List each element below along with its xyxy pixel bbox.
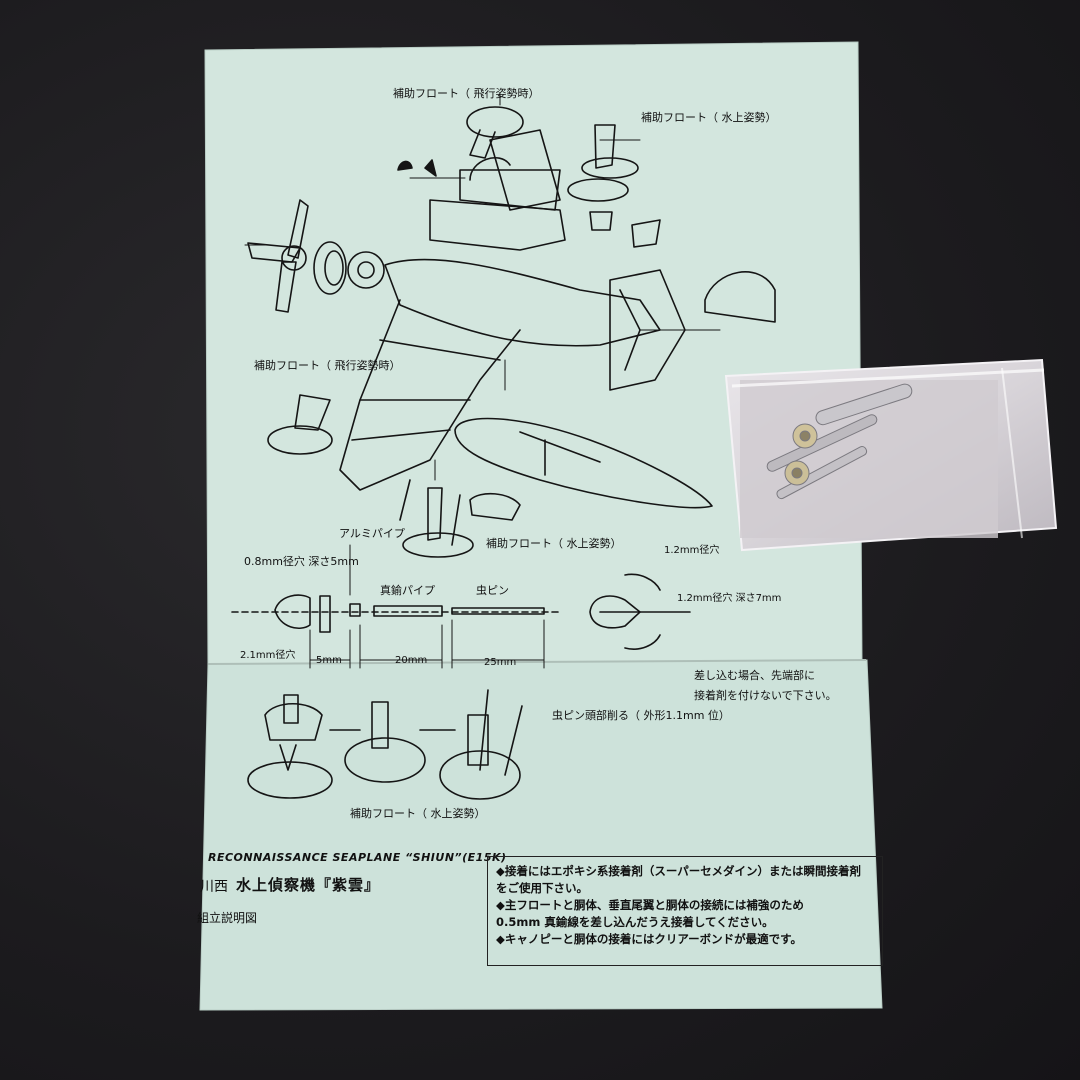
title-subtitle: 組立説明図 — [197, 911, 258, 925]
label-dim-5: 5mm — [316, 655, 342, 666]
note-line: ◆キャノピーと胴体の接着にはクリアーボンドが最適です。 — [496, 932, 803, 946]
propeller-drawing — [247, 199, 309, 313]
metal-pipe-parts — [766, 383, 913, 500]
leader-lines — [244, 94, 721, 596]
label-hole-21: 2.1mm径穴 — [240, 650, 296, 661]
title-english: RECONNAISSANCE SEAPLANE “SHIUN”(E15K) — [208, 851, 507, 864]
label-hole-12b: 1.2mm径穴 深さ7mm — [677, 593, 782, 604]
dimension-lines — [309, 619, 545, 669]
title-japanese: 水上偵察機『紫雲』 — [236, 876, 381, 894]
label-aux-float-flight-top: 補助フロート（ 飛行姿勢時） — [393, 87, 540, 100]
bag-highlight — [1001, 367, 1023, 539]
assembly-notes-box: ◆接着にはエポキシ系接着剤（スーパーセメダイン）または瞬間接着剤 をご使用下さい… — [487, 856, 883, 966]
title-maker: 川西 — [200, 879, 228, 895]
label-aux-float-flight-left: 補助フロート（ 飛行姿勢時） — [254, 359, 401, 372]
label-dim-25: 25mm — [484, 657, 517, 668]
aux-float-water-top — [567, 124, 661, 248]
label-dim-20: 20mm — [395, 655, 428, 666]
aux-float-flight-top — [466, 106, 524, 159]
note-line: 0.5mm 真鍮線を差し込んだうえ接着してください。 — [496, 915, 774, 929]
label-insert-note-1: 差し込む場合、先端部に — [694, 669, 815, 682]
label-pin-head-note: 虫ピン頭部削る（ 外形1.1mm 位） — [552, 709, 730, 722]
label-alu-pipe: アルミパイプ — [339, 527, 405, 540]
label-insert-note-2: 接着剤を付けないで下さい。 — [694, 689, 837, 702]
cowl-ring — [313, 241, 347, 295]
aux-float-flight-left — [267, 394, 333, 455]
label-aux-float-water-top: 補助フロート（ 水上姿勢） — [641, 111, 777, 124]
paper-fold — [207, 659, 867, 665]
label-aux-float-water-bottom: 補助フロート（ 水上姿勢） — [350, 807, 486, 820]
label-brass-pipe: 真鍮パイプ — [380, 584, 435, 597]
note-line: ◆接着にはエポキシ系接着剤（スーパーセメダイン）または瞬間接着剤 — [496, 864, 861, 878]
engine-drawing — [347, 251, 385, 289]
aux-float-water-mid — [399, 479, 521, 558]
label-hole-08: 0.8mm径穴 深さ5mm — [244, 555, 359, 568]
airplane-body-drawing — [339, 129, 686, 491]
label-hole-12a: 1.2mm径穴 — [664, 545, 720, 556]
label-aux-float-water-mid: 補助フロート（ 水上姿勢） — [486, 537, 622, 550]
main-float-drawing — [454, 417, 713, 509]
label-pin: 虫ピン — [476, 584, 509, 597]
pipe-assembly-diagram — [231, 573, 691, 650]
note-line: ◆主フロートと胴体、垂直尾翼と胴体の接続には補強のため — [496, 898, 804, 912]
parts-ziplock-bag — [724, 358, 1058, 552]
paper-upper — [204, 41, 863, 669]
float-assembly-sequence — [247, 689, 523, 800]
canopy-part — [704, 271, 776, 323]
note-line: をご使用下さい。 — [496, 881, 588, 895]
